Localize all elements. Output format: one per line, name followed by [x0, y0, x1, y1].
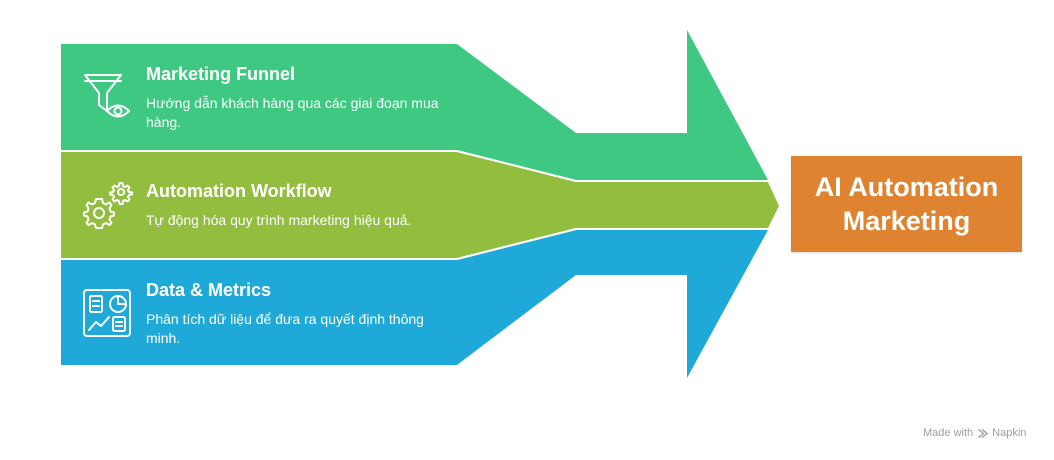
gears-icon — [81, 181, 133, 229]
band-separator — [61, 150, 770, 182]
result-box: AI Automation Marketing — [791, 156, 1022, 252]
band-automation-workflow: Automation Workflow Tự động hóa quy trìn… — [146, 180, 466, 230]
napkin-logo-icon — [978, 428, 989, 438]
band-title: Automation Workflow — [146, 181, 332, 201]
band-data-metrics: Data & Metrics Phân tích dữ liệu để đưa … — [146, 279, 456, 348]
band-separator — [61, 228, 770, 260]
band-automation-workflow-shape — [61, 152, 779, 258]
band-title: Data & Metrics — [146, 280, 272, 300]
band-description: Tự động hóa quy trình marketing hiệu quả… — [146, 212, 412, 228]
band-data-metrics-shape — [61, 230, 768, 378]
watermark-brand: Napkin — [992, 427, 1027, 439]
band-description: Hướng dẫn khách hàng qua các giai đoạn m… — [146, 95, 439, 130]
funnel-eye-icon — [81, 71, 130, 119]
band-marketing-funnel-shape — [61, 30, 768, 180]
napkin-watermark: Made with Napkin — [923, 427, 1026, 439]
band-description: Phân tích dữ liệu để đưa ra quyết định t… — [146, 311, 424, 346]
result-label: AI Automation Marketing — [814, 172, 999, 236]
band-marketing-funnel: Marketing Funnel Hướng dẫn khách hàng qu… — [146, 63, 456, 132]
dashboard-icon — [82, 288, 131, 337]
watermark-made-with: Made with — [923, 427, 974, 439]
band-title: Marketing Funnel — [146, 64, 296, 84]
